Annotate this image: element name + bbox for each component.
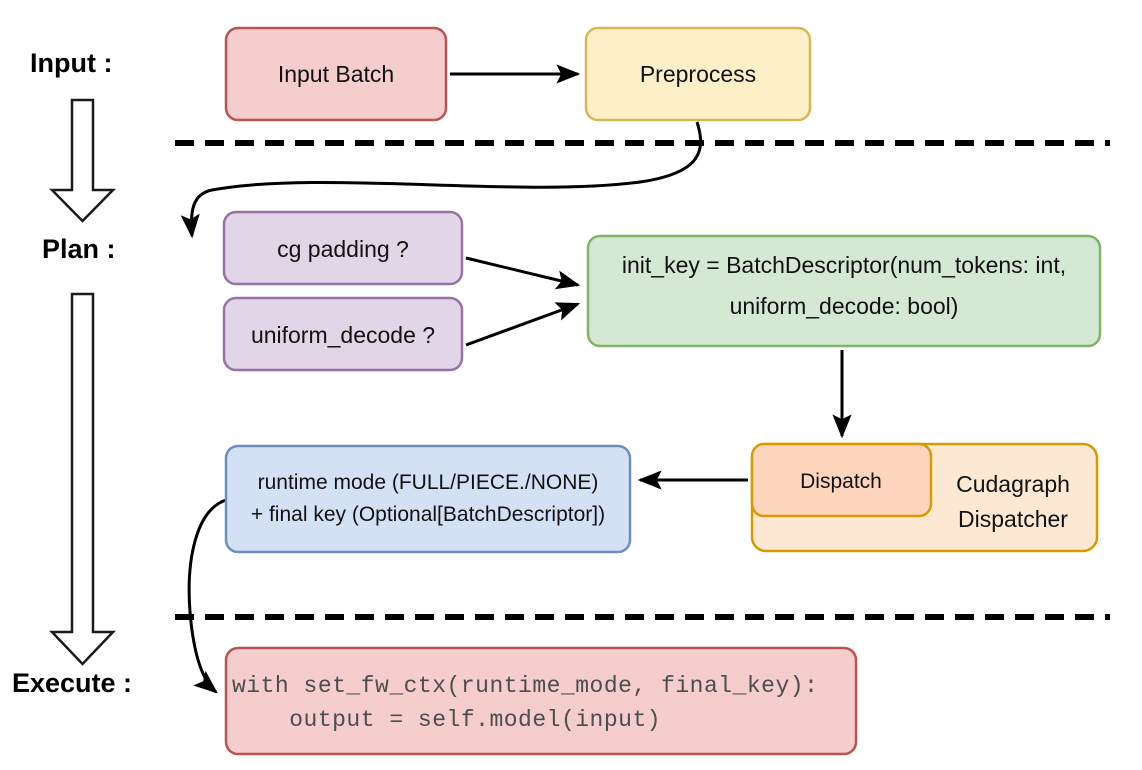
node-dispatch[interactable]: Dispatch — [750, 442, 933, 518]
plan-to-execute-block-arrow-icon — [49, 292, 116, 666]
node-dispatch-label: Dispatch — [800, 470, 882, 493]
node-execute-code-shape[interactable] — [224, 646, 858, 756]
node-runtime-mode-label-line1: runtime mode (FULL/PIECE./NONE) — [258, 471, 599, 494]
node-runtime-mode-shape[interactable] — [224, 444, 632, 554]
edge-preprocess-to-cg-padding — [180, 121, 703, 239]
node-preprocess[interactable]: Preprocess — [584, 26, 812, 122]
node-uniform-decode-shape[interactable] — [222, 296, 464, 372]
node-input-batch[interactable]: Input Batch — [224, 26, 448, 122]
stage-label-execute: Execute : — [12, 668, 132, 698]
node-dispatch-shape[interactable] — [750, 442, 933, 518]
node-input-batch-shape[interactable] — [224, 26, 448, 122]
stage-label-plan: Plan : — [42, 234, 116, 264]
node-execute-code-line2: output = self.model(input) — [232, 707, 661, 733]
edge-cg-padding-to-init-key — [465, 256, 581, 290]
node-runtime-mode[interactable]: runtime mode (FULL/PIECE./NONE) + final … — [224, 444, 632, 554]
node-input-batch-label: Input Batch — [278, 61, 394, 87]
node-preprocess-shape[interactable] — [584, 26, 812, 122]
node-cudagraph-dispatcher-label-line1: Cudagraph — [956, 471, 1070, 497]
stage-label-input: Input : — [30, 48, 112, 78]
node-cg-padding[interactable]: cg padding ? — [222, 210, 464, 286]
edge-uniform-decode-to-init-key — [465, 302, 581, 347]
node-cg-padding-shape[interactable] — [222, 210, 464, 286]
input-to-plan-block-arrow-icon — [49, 98, 116, 223]
node-preprocess-label: Preprocess — [640, 61, 756, 87]
node-init-key-label-line2: uniform_decode: bool) — [730, 293, 959, 319]
node-uniform-decode[interactable]: uniform_decode ? — [222, 296, 464, 372]
node-init-key[interactable]: init_key = BatchDescriptor(num_tokens: i… — [586, 234, 1102, 348]
node-init-key-shape[interactable] — [586, 234, 1102, 348]
node-cg-padding-label: cg padding ? — [277, 236, 409, 262]
node-runtime-mode-label-line2: + final key (Optional[BatchDescriptor]) — [251, 503, 605, 526]
node-uniform-decode-label: uniform_decode ? — [251, 322, 435, 348]
edge-runtime-mode-to-execute-code — [187, 498, 227, 694]
node-execute-code-line1: with set_fw_ctx(runtime_mode, final_key)… — [232, 673, 818, 699]
node-execute-code[interactable]: with set_fw_ctx(runtime_mode, final_key)… — [224, 646, 858, 756]
node-cudagraph-dispatcher-label-line2: Dispatcher — [958, 506, 1068, 532]
node-init-key-label-line1: init_key = BatchDescriptor(num_tokens: i… — [622, 252, 1066, 278]
